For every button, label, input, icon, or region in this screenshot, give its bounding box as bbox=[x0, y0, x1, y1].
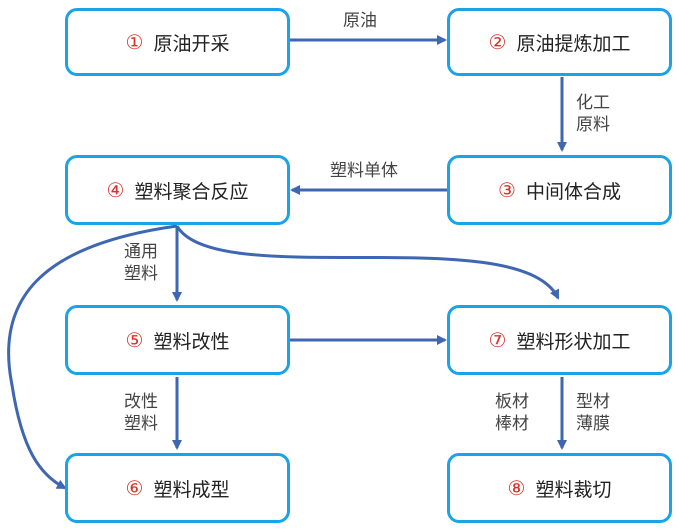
node-label: 塑料成型 bbox=[153, 478, 230, 501]
node-plastic-cutting: ⑧ 塑料裁切 bbox=[447, 453, 672, 523]
step-number: ③ bbox=[498, 178, 516, 202]
node-oil-extraction: ① 原油开采 bbox=[65, 8, 290, 76]
arrow-4-to-7-curve bbox=[175, 225, 560, 300]
step-number: ⑥ bbox=[125, 476, 144, 500]
edge-label-modified-plastic: 改性塑料 bbox=[124, 392, 158, 434]
node-plastic-modification: ⑤ 塑料改性 bbox=[65, 305, 290, 375]
edge-label-general-plastic: 通用塑料 bbox=[124, 242, 158, 284]
node-label: 塑料聚合反应 bbox=[134, 180, 249, 203]
step-number: ④ bbox=[106, 178, 125, 202]
node-label: 塑料裁切 bbox=[535, 478, 612, 501]
node-label: 中间体合成 bbox=[525, 180, 621, 203]
node-label: 塑料形状加工 bbox=[516, 330, 631, 353]
step-number: ⑧ bbox=[507, 476, 526, 500]
node-label: 原油开采 bbox=[153, 32, 230, 55]
edge-label-crude-oil: 原油 bbox=[343, 11, 377, 31]
step-number: ⑦ bbox=[488, 328, 507, 352]
step-number: ② bbox=[488, 30, 507, 54]
edge-label-sheet-rod: 板材棒材 bbox=[495, 392, 529, 434]
node-shape-processing: ⑦ 塑料形状加工 bbox=[447, 305, 672, 375]
arrow-4-to-6-curve bbox=[7, 224, 178, 490]
node-label: 塑料改性 bbox=[153, 330, 230, 353]
node-polymerization: ④ 塑料聚合反应 bbox=[65, 155, 290, 225]
node-plastic-molding: ⑥ 塑料成型 bbox=[65, 453, 290, 523]
node-oil-refining: ② 原油提炼加工 bbox=[447, 8, 672, 76]
edge-label-profile-film: 型材薄膜 bbox=[576, 392, 610, 434]
step-number: ⑤ bbox=[125, 328, 144, 352]
step-number: ① bbox=[125, 30, 144, 54]
node-label: 原油提炼加工 bbox=[516, 32, 631, 55]
edge-label-chemical-raw-material: 化工原料 bbox=[576, 93, 610, 135]
edge-label-plastic-monomer: 塑料单体 bbox=[330, 161, 398, 181]
node-intermediate-synthesis: ③ 中间体合成 bbox=[447, 155, 672, 225]
